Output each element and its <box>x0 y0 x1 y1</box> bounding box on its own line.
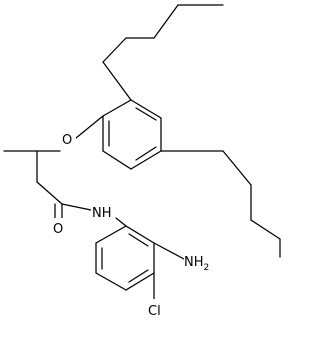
bond <box>102 99 132 117</box>
molecule-drawing: O O NH NH2 Cl <box>3 4 281 319</box>
bond <box>102 37 127 63</box>
bond <box>61 203 92 211</box>
chlorine-label: Cl <box>148 304 161 319</box>
bond <box>36 181 63 205</box>
amine-background <box>184 251 216 270</box>
double-bond-inner <box>128 233 149 247</box>
bond <box>250 219 281 240</box>
pentyl-chain-right <box>160 150 281 258</box>
amine-label: NH2 <box>184 255 209 273</box>
bond <box>102 61 132 101</box>
double-bond-inner <box>135 107 157 121</box>
lower-benzene-ring <box>95 225 155 291</box>
amide-nh-label: NH <box>92 206 112 221</box>
bond <box>153 242 185 260</box>
amine-subscript: 2 <box>204 263 210 273</box>
oxygen-ether-label: O <box>62 133 72 148</box>
oxygen-ether-background <box>60 129 76 147</box>
bond <box>75 115 104 139</box>
bond <box>115 217 127 227</box>
oxygen-carbonyl-background <box>51 218 67 236</box>
ether-amide-linkage <box>3 115 127 227</box>
double-bond-inner <box>135 146 157 161</box>
bond <box>222 150 252 186</box>
bond <box>125 272 155 291</box>
upper-benzene-ring <box>102 99 162 170</box>
bond <box>102 150 132 170</box>
bond <box>95 272 127 291</box>
chemical-structure: O O NH NH2 Cl <box>3 4 281 319</box>
bond <box>153 4 179 39</box>
bond <box>125 225 155 244</box>
lower-ring-substituents <box>153 242 185 301</box>
amine-text: NH <box>184 255 204 270</box>
pentyl-chain-upper <box>102 4 224 101</box>
double-bond-inner <box>128 269 149 283</box>
bond <box>95 225 127 244</box>
chlorine-background <box>147 299 166 317</box>
bond <box>130 150 162 170</box>
bond <box>130 99 162 119</box>
amide-nh-background <box>91 202 115 220</box>
oxygen-carbonyl-label: O <box>53 222 63 237</box>
